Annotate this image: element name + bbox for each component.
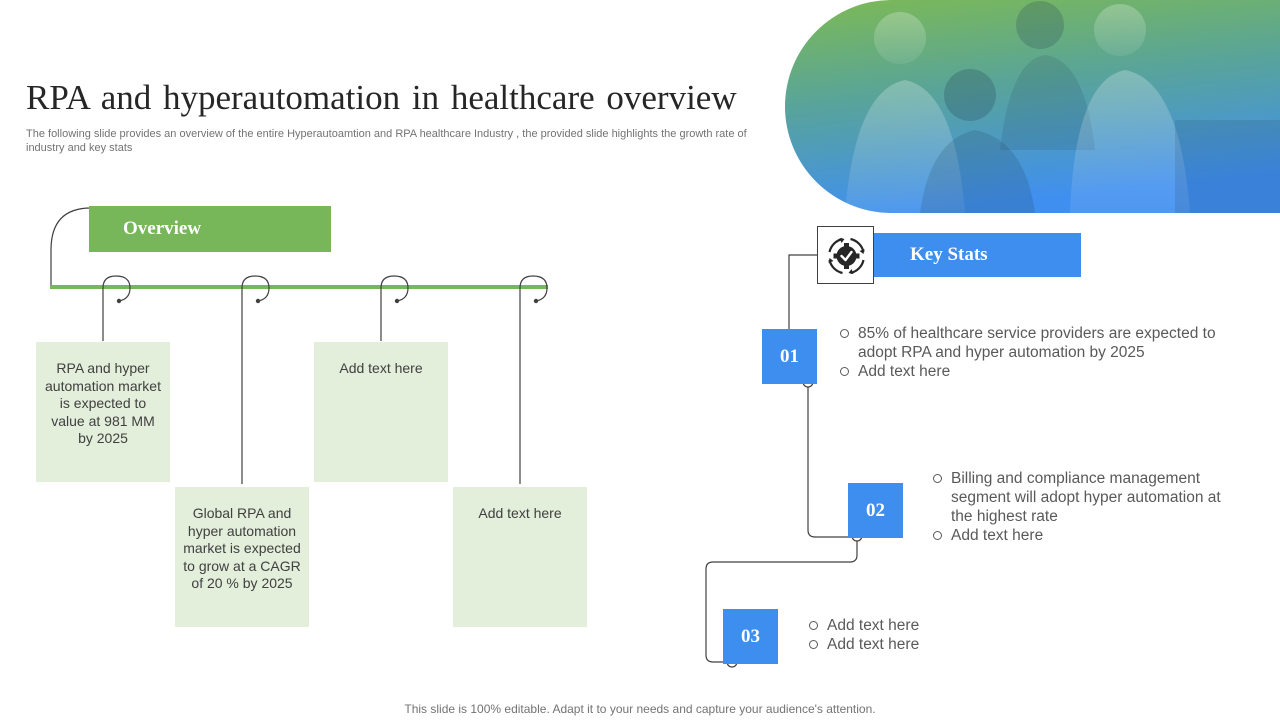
stat-bullet: Add text here: [808, 616, 1108, 635]
key-stats-banner: Key Stats: [873, 233, 1081, 277]
overview-box-3: Add text here: [314, 342, 448, 482]
overview-box-4: Add text here: [453, 487, 587, 627]
stat-bullet: Add text here: [839, 362, 1239, 381]
overview-box-1: RPA and hyper automation market is expec…: [36, 342, 170, 482]
stat-list-01: 85% of healthcare service providers are …: [839, 324, 1239, 381]
footer-note: This slide is 100% editable. Adapt it to…: [404, 702, 876, 716]
hero-image: [785, 0, 1280, 213]
stat-number-03: 03: [723, 609, 778, 664]
stat-bullet: 85% of healthcare service providers are …: [839, 324, 1239, 362]
page-subtitle: The following slide provides an overview…: [26, 128, 747, 154]
stat-bullet: Add text here: [932, 526, 1242, 545]
page-title: RPA and hyperautomation in healthcare ov…: [26, 78, 737, 117]
stat-number-01: 01: [762, 329, 817, 384]
stat-bullet: Billing and compliance management segmen…: [932, 469, 1242, 526]
stat-list-03: Add text here Add text here: [808, 616, 1108, 654]
stat-bullet: Add text here: [808, 635, 1108, 654]
stat-number-02: 02: [848, 483, 903, 538]
overview-banner: Overview: [89, 206, 331, 252]
overview-box-2: Global RPA and hyper automation market i…: [175, 487, 309, 627]
stat-list-02: Billing and compliance management segmen…: [932, 469, 1242, 545]
gear-check-icon: [817, 226, 874, 284]
